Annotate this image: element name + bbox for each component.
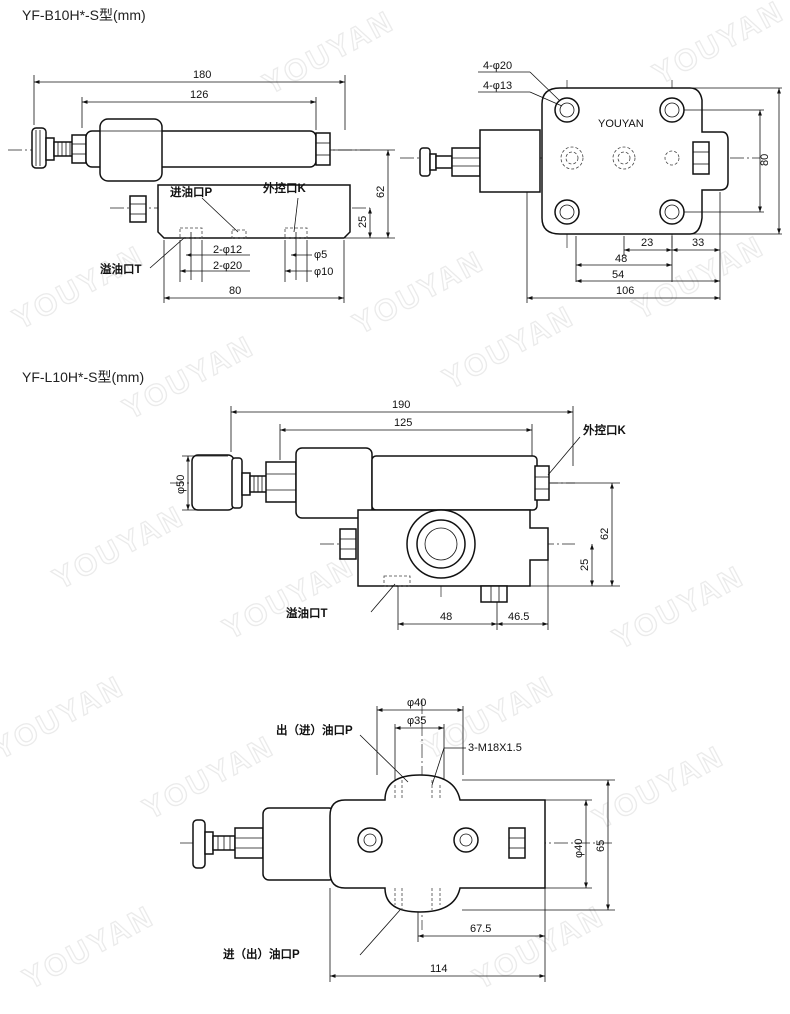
dim-65: 65 xyxy=(595,840,607,852)
label-overflow-t: 溢油口T xyxy=(100,262,142,276)
l10-front-view: 190 125 φ50 62 25 48 46.5 外控口K 溢油口T xyxy=(170,399,626,630)
watermark: YOUYAN xyxy=(348,245,490,342)
label-overflow-t: 溢油口T xyxy=(286,606,328,620)
watermark: YOUYAN xyxy=(0,670,130,767)
dim-2-phi20: 2-φ20 xyxy=(213,260,242,272)
label-ext-ctrl-k: 外控口K xyxy=(262,181,306,195)
label-inlet-p: 进油口P xyxy=(170,185,212,199)
label-in-out-p: 进（出）油口P xyxy=(223,947,300,961)
brand-text: YOUYAN xyxy=(598,118,644,130)
watermark: YOUYAN xyxy=(258,5,400,102)
dim-phi5: φ5 xyxy=(314,249,327,261)
watermark: YOUYAN xyxy=(8,240,150,337)
watermark: YOUYAN xyxy=(18,900,160,997)
dim-46-5: 46.5 xyxy=(508,611,529,623)
dim-80: 80 xyxy=(229,285,241,297)
dim-thread: 3-M18X1.5 xyxy=(468,742,522,754)
watermark: YOUYAN xyxy=(48,500,190,597)
dim-2-phi12: 2-φ12 xyxy=(213,244,242,256)
watermark: YOUYAN xyxy=(138,730,280,827)
dim-62: 62 xyxy=(375,186,387,198)
dim-25: 25 xyxy=(357,216,369,228)
dim-67-5: 67.5 xyxy=(470,923,491,935)
watermark: YOUYAN xyxy=(588,740,730,837)
l10-top-view: φ40 φ35 3-M18X1.5 φ40 65 67.5 114 出（进）油口… xyxy=(180,697,615,982)
dim-4-phi13: 4-φ13 xyxy=(483,80,512,92)
dim-80: 80 xyxy=(759,154,771,166)
dim-phi40: φ40 xyxy=(407,697,426,709)
dim-125: 125 xyxy=(394,417,412,429)
b10-side-view: 180 126 62 25 80 2-φ12 2-φ20 φ5 φ10 进油口P… xyxy=(8,69,395,303)
watermark: YOUYAN xyxy=(468,900,610,997)
dim-106: 106 xyxy=(616,285,634,297)
dim-48: 48 xyxy=(615,253,627,265)
dim-180: 180 xyxy=(193,69,211,81)
label-out-in-p: 出（进）油口P xyxy=(276,723,353,737)
dim-33: 33 xyxy=(692,237,704,249)
watermark: YOUYAN xyxy=(608,560,750,657)
dim-23: 23 xyxy=(641,237,653,249)
dim-phi35: φ35 xyxy=(407,715,426,727)
dim-48: 48 xyxy=(440,611,452,623)
dim-114: 114 xyxy=(430,963,448,975)
title-yf-l10: YF-L10H*-S型(mm) xyxy=(22,369,145,385)
dim-phi40-side: φ40 xyxy=(573,839,585,858)
dim-25: 25 xyxy=(579,559,591,571)
label-ext-ctrl-k: 外控口K xyxy=(582,423,626,437)
dim-126: 126 xyxy=(190,89,208,101)
dim-190: 190 xyxy=(392,399,410,411)
watermark: YOUYAN xyxy=(218,550,360,647)
watermark: YOUYAN xyxy=(438,300,580,397)
dim-54: 54 xyxy=(612,269,624,281)
title-yf-b10: YF-B10H*-S型(mm) xyxy=(22,7,146,23)
watermark: YOUYAN xyxy=(648,0,790,91)
dim-phi50: φ50 xyxy=(175,475,187,494)
dim-4-phi20: 4-φ20 xyxy=(483,60,512,72)
dim-phi10: φ10 xyxy=(314,266,333,278)
dim-62: 62 xyxy=(599,528,611,540)
b10-top-view: YOUYAN 4-φ20 4-φ13 80 23 33 48 54 106 xyxy=(400,60,782,303)
